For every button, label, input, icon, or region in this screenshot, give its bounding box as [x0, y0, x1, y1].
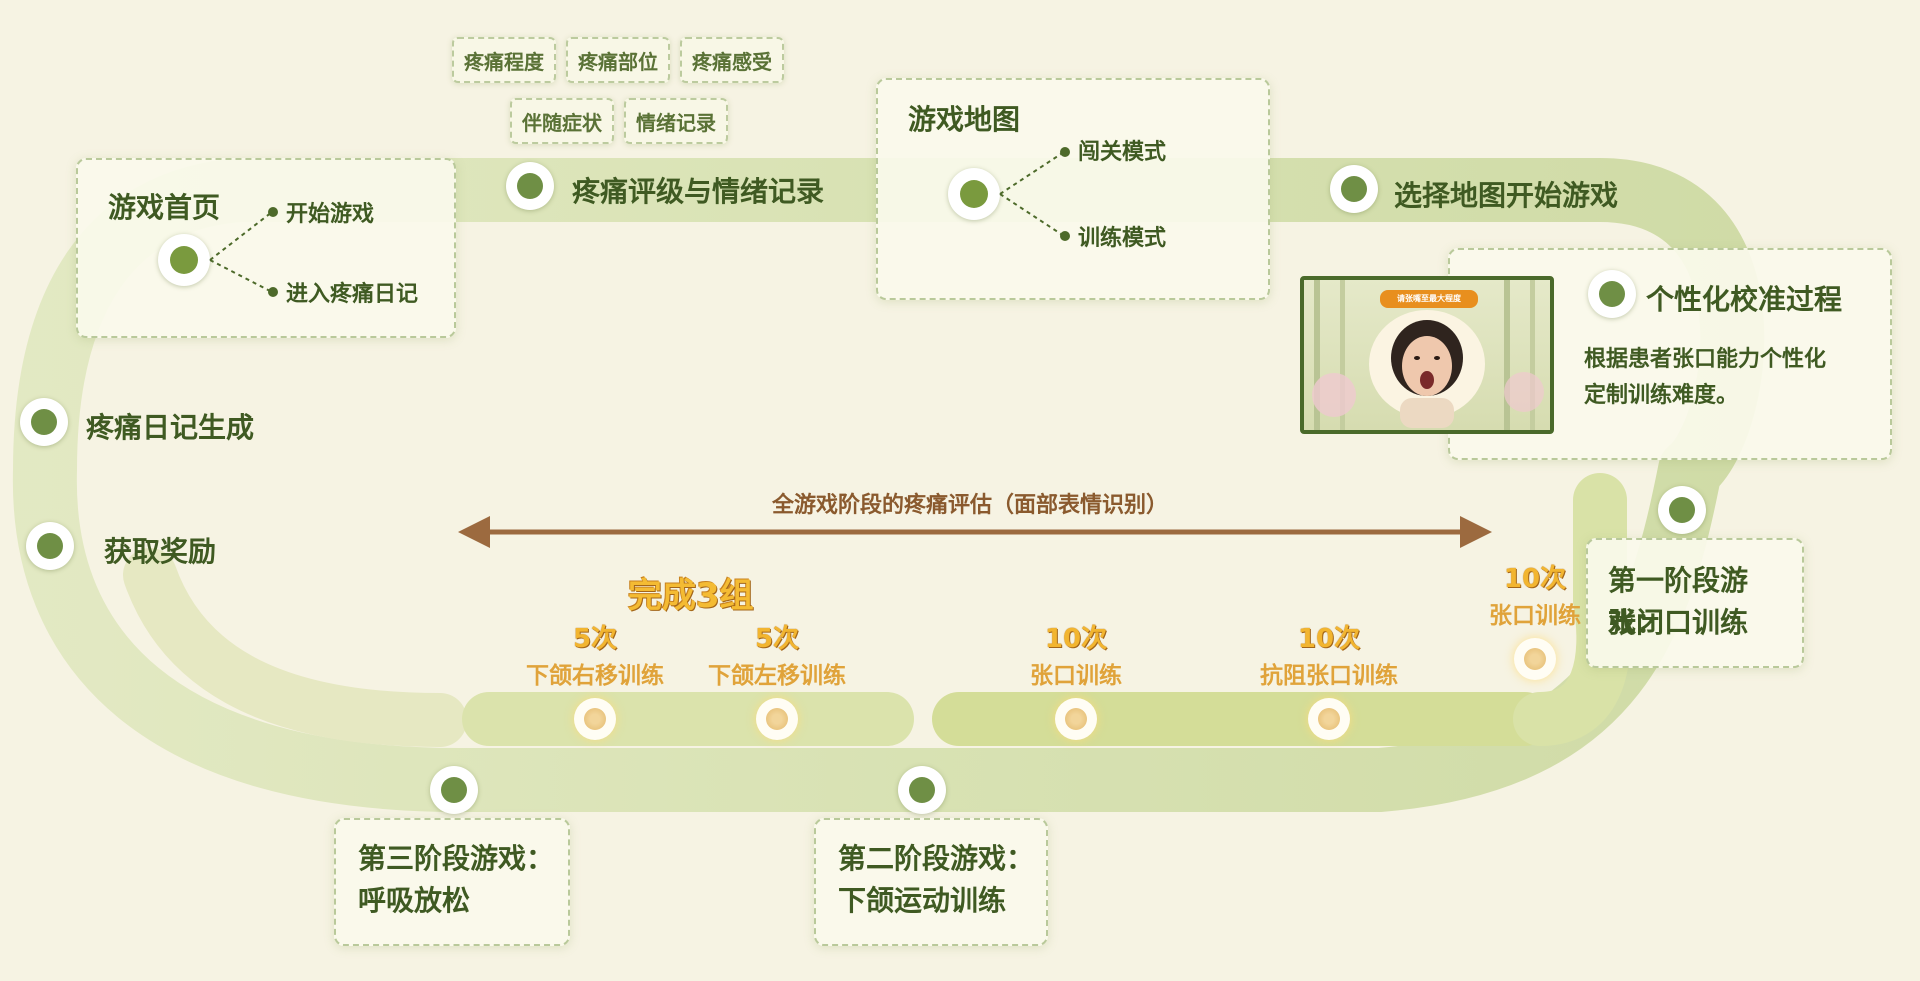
select-map-node[interactable] [1330, 165, 1378, 213]
stage2-box: 第二阶段游戏： 下颌运动训练 [814, 818, 1048, 946]
stage3-sub: 呼吸放松 [358, 884, 471, 917]
stage3-title: 第三阶段游戏： [358, 842, 555, 875]
stage1-box: 第一阶段游戏： 张闭口训练 [1586, 538, 1804, 668]
tag-symptoms[interactable]: 伴随症状 [510, 98, 614, 144]
home-dot-start [268, 207, 278, 217]
training-1-label: 下颌右移训练 [526, 663, 664, 689]
calibration-desc-line2: 定制训练难度。 [1584, 383, 1739, 408]
pain-rating-node[interactable] [506, 162, 554, 210]
home-branch-lines [209, 211, 273, 293]
diary-node[interactable] [20, 398, 68, 446]
home-dot-diary [268, 287, 278, 297]
select-map-label: 选择地图开始游戏 [1394, 179, 1619, 212]
training-2-label: 下颌左移训练 [708, 663, 846, 689]
game-map-dot-level [1060, 147, 1070, 157]
calibration-title: 个性化校准过程 [1646, 283, 1843, 316]
training-5-label: 张口训练 [1489, 603, 1581, 629]
calibration-screen-banner: 请张嘴至最大程度 [1380, 290, 1478, 308]
game-map-node[interactable] [948, 168, 1000, 220]
complete-label: 完成3组 [628, 576, 754, 616]
pain-rating-label: 疼痛评级与情绪记录 [572, 175, 825, 208]
assessment-arrow-right-head [1460, 516, 1492, 548]
calibration-node[interactable] [1588, 270, 1636, 318]
training-3-label: 张口训练 [1030, 663, 1122, 689]
game-map-branch-lines [999, 151, 1065, 237]
game-map-mode-level[interactable]: 闯关模式 [1078, 140, 1167, 165]
calibration-desc-line1: 根据患者张口能力个性化 [1584, 347, 1827, 372]
stage1-title: 第一阶段游戏： [1608, 564, 1749, 639]
home-title: 游戏首页 [108, 191, 221, 224]
stage3-node[interactable] [430, 766, 478, 814]
training-1-count: 5次 [572, 624, 618, 654]
training-1-node[interactable] [574, 698, 616, 740]
training-3-node[interactable] [1055, 698, 1097, 740]
stage2-node[interactable] [898, 766, 946, 814]
home-option-start[interactable]: 开始游戏 [286, 202, 375, 227]
training-4-node[interactable] [1308, 698, 1350, 740]
game-map-dot-training [1060, 231, 1070, 241]
home-box: 游戏首页 开始游戏 进入疼痛日记 [76, 158, 456, 338]
training-4-count: 10次 [1297, 624, 1361, 654]
stage2-track [462, 692, 914, 746]
game-map-mode-training[interactable]: 训练模式 [1078, 226, 1167, 251]
assessment-label: 全游戏阶段的疼痛评估（面部表情识别） [771, 493, 1168, 518]
home-option-diary[interactable]: 进入疼痛日记 [286, 282, 419, 307]
stage2-sub: 下颌运动训练 [838, 884, 1007, 917]
tag-pain-location[interactable]: 疼痛部位 [566, 37, 670, 83]
stage3-box: 第三阶段游戏： 呼吸放松 [334, 818, 570, 946]
stage3-track [123, 548, 467, 747]
calibration-screen: 请张嘴至最大程度 [1300, 276, 1554, 434]
stage1-track-a [932, 692, 1552, 746]
assessment-arrow-left-head [458, 516, 490, 548]
reward-label: 获取奖励 [104, 535, 217, 568]
diary-label: 疼痛日记生成 [86, 411, 255, 444]
tag-pain-level[interactable]: 疼痛程度 [452, 37, 556, 83]
training-4-label: 抗阻张口训练 [1260, 663, 1398, 689]
bamboo-background [1312, 280, 1544, 430]
reward-node[interactable] [26, 522, 74, 570]
training-2-count: 5次 [754, 624, 800, 654]
tag-emotion[interactable]: 情绪记录 [624, 98, 728, 144]
stage1-node[interactable] [1658, 486, 1706, 534]
game-map-title: 游戏地图 [908, 103, 1021, 136]
training-5-count: 10次 [1503, 564, 1567, 594]
training-3-count: 10次 [1044, 624, 1108, 654]
stage2-title: 第二阶段游戏： [838, 842, 1035, 875]
training-5-node[interactable] [1514, 638, 1556, 680]
training-2-node[interactable] [756, 698, 798, 740]
home-node[interactable] [158, 234, 210, 286]
tag-pain-feeling[interactable]: 疼痛感受 [680, 37, 784, 83]
game-map-box: 游戏地图 闯关模式 训练模式 [876, 78, 1270, 300]
stage1-sub: 张闭口训练 [1608, 606, 1749, 639]
